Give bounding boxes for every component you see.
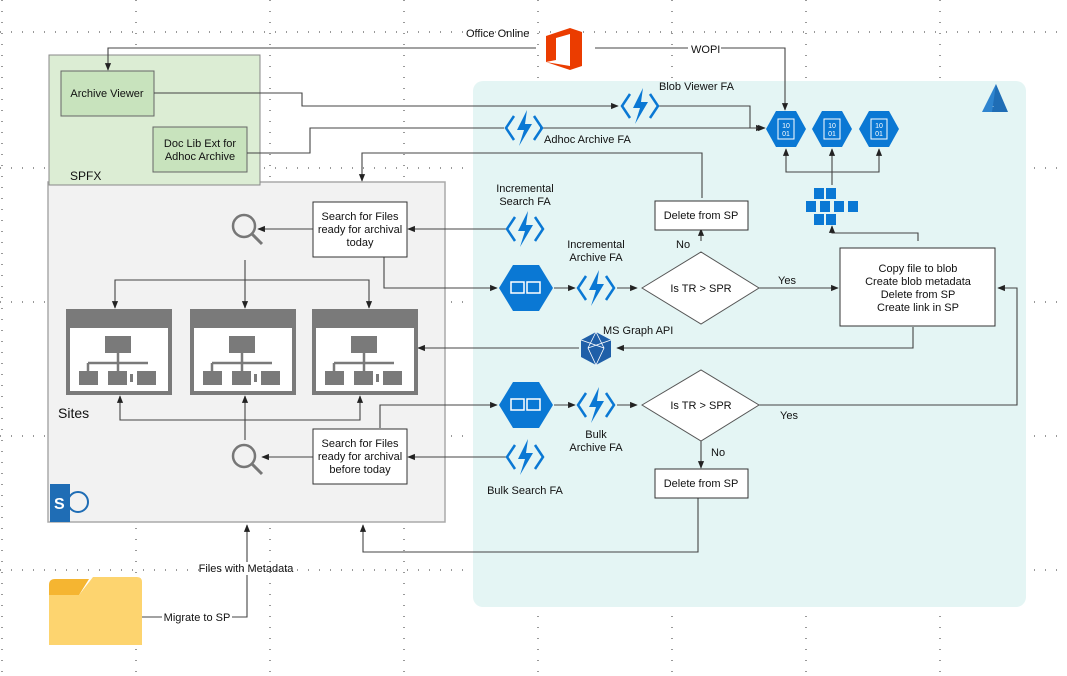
- connectors: [104, 47, 1018, 618]
- copy-to-blob-box[interactable]: [839, 247, 996, 327]
- sites-label: Sites: [58, 405, 89, 421]
- bulk-search-fa-icon: [505, 439, 545, 475]
- copy-line3: Delete from SP: [881, 289, 956, 301]
- decision-top: [641, 251, 760, 325]
- search-today-line2: ready for archival: [318, 224, 402, 236]
- decision-bottom: [641, 369, 760, 442]
- incremental-archive-fa-label-1: Incremental: [567, 239, 624, 251]
- svg-text:10: 10: [875, 123, 883, 130]
- doclib-ext-line2: Adhoc Archive: [165, 151, 235, 163]
- incremental-search-fa-label-1: Incremental: [496, 183, 553, 195]
- delete-top-label: Delete from SP: [664, 210, 739, 222]
- search-today-line1: Search for Files: [321, 211, 399, 223]
- no-label-bottom: No: [711, 447, 725, 459]
- search-before-line2: ready for archival: [318, 451, 402, 463]
- azure-icon: [982, 84, 1008, 112]
- bulk-queue-icon: [499, 382, 553, 428]
- bulk-archive-fa-label-1: Bulk: [585, 429, 607, 441]
- search-before-line3: before today: [329, 464, 391, 476]
- bulk-archive-fa-icon: [576, 387, 616, 423]
- incremental-search-fa-icon: [505, 211, 545, 247]
- search-before-line1: Search for Files: [321, 438, 399, 450]
- blob-viewer-fa-label: Blob Viewer FA: [659, 81, 735, 93]
- archive-viewer-box[interactable]: [60, 70, 155, 117]
- svg-text:01: 01: [875, 131, 883, 138]
- office-online-label: Office Online: [466, 28, 529, 40]
- archive-viewer-label: Archive Viewer: [70, 88, 143, 100]
- ms-graph-api-label: MS Graph API: [603, 325, 673, 337]
- migrate-to-sp-label: Migrate to SP: [164, 612, 231, 624]
- sharepoint-icon: S: [50, 484, 89, 522]
- delete-bottom-box[interactable]: [654, 468, 749, 499]
- adhoc-archive-fa-label: Adhoc Archive FA: [544, 134, 631, 146]
- adhoc-archive-fa-icon: [504, 110, 544, 146]
- svg-text:01: 01: [828, 131, 836, 138]
- files-with-metadata-label: Files with Metadata: [199, 563, 295, 575]
- bulk-search-fa-label: Bulk Search FA: [487, 485, 563, 497]
- copy-line2: Create blob metadata: [865, 276, 972, 288]
- incremental-search-fa-label-2: Search FA: [499, 196, 551, 208]
- ms-graph-icon: [580, 331, 612, 366]
- spfx-label: SPFX: [70, 169, 101, 183]
- decision-bottom-label: Is TR > SPR: [670, 400, 731, 412]
- search-before-box[interactable]: [312, 428, 408, 485]
- doclib-ext-line1: Doc Lib Ext for: [164, 138, 236, 150]
- svg-text:01: 01: [782, 131, 790, 138]
- delete-bottom-label: Delete from SP: [664, 478, 739, 490]
- no-label-top: No: [676, 239, 690, 251]
- office-icon: [546, 28, 582, 70]
- wopi-label: WOPI: [691, 44, 720, 56]
- svg-text:10: 10: [828, 123, 836, 130]
- yes-label-bottom: Yes: [780, 410, 798, 422]
- copy-line4: Create link in SP: [877, 302, 959, 314]
- cluster-icon: [806, 188, 858, 225]
- search-today-line3: today: [347, 237, 374, 249]
- search-icon-bottom: [231, 443, 264, 476]
- incremental-archive-fa-icon: [576, 270, 616, 306]
- bulk-archive-fa-label-2: Archive FA: [569, 442, 623, 454]
- svg-text:10: 10: [782, 123, 790, 130]
- site-icon-1: [66, 309, 172, 395]
- azure-container: [473, 81, 1026, 607]
- search-icon-top: [231, 213, 264, 246]
- blob-viewer-fa-icon: [620, 88, 660, 124]
- copy-line1: Copy file to blob: [879, 263, 958, 275]
- doclib-ext-box[interactable]: [152, 126, 248, 173]
- delete-top-box[interactable]: [654, 200, 749, 231]
- incremental-queue-icon: [499, 265, 553, 311]
- search-today-box[interactable]: [312, 201, 408, 258]
- site-icon-3: [312, 309, 418, 395]
- yes-label-top: Yes: [778, 275, 796, 287]
- decision-top-label: Is TR > SPR: [670, 283, 731, 295]
- incremental-archive-fa-label-2: Archive FA: [569, 252, 623, 264]
- svg-text:S: S: [54, 496, 65, 513]
- site-icon-2: [190, 309, 296, 395]
- folder-icon: [49, 577, 142, 645]
